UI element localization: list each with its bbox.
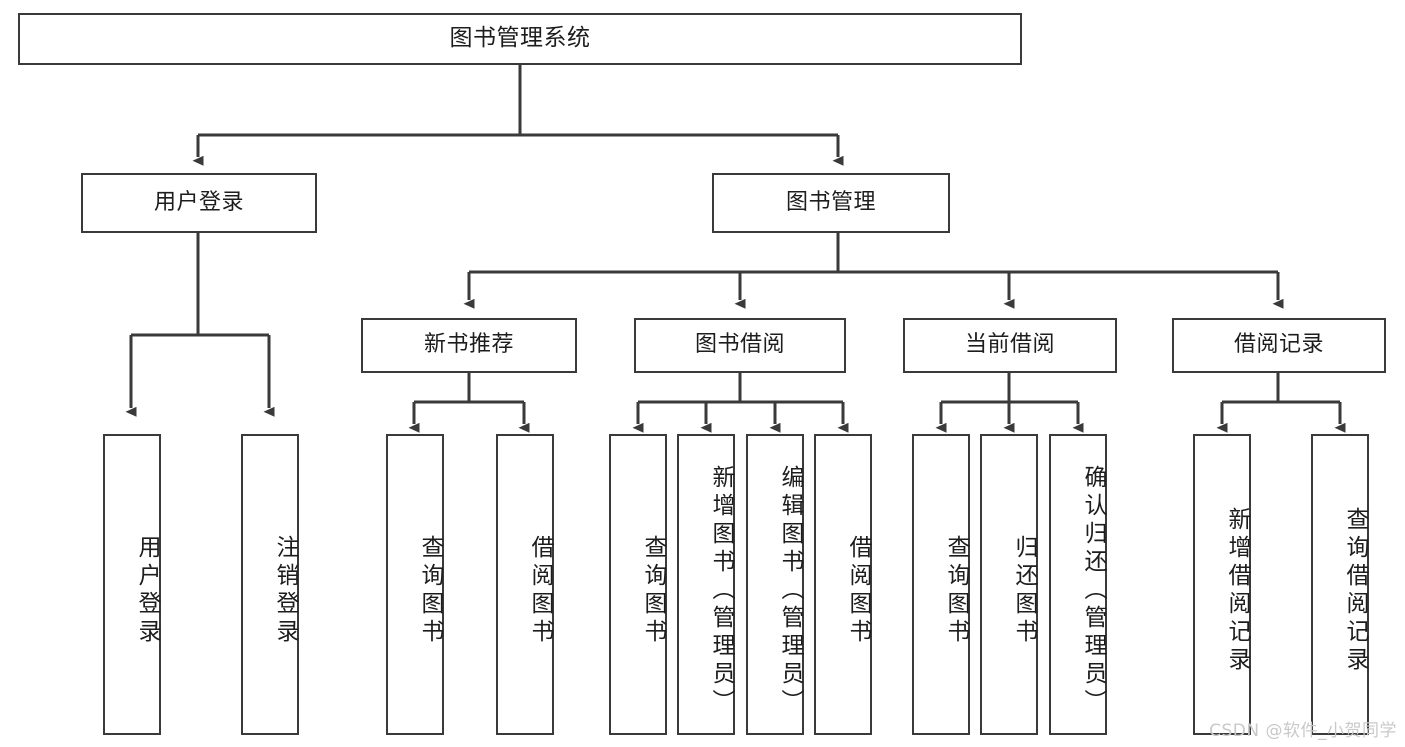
leaf-borrow-borrow-book-label: 借阅图书 xyxy=(845,534,871,647)
node-new-book-recommend-label: 新书推荐 xyxy=(423,332,514,358)
leaf-user-login-signout[interactable]: 注销登录 xyxy=(241,434,299,735)
leaf-borrow-query-book-label: 查询图书 xyxy=(640,534,666,647)
leaf-borrow-add-book-admin[interactable]: 新增图书（管理员） xyxy=(677,434,735,735)
node-current-borrow-label: 当前借阅 xyxy=(964,332,1055,358)
node-root-system[interactable]: 图书管理系统 xyxy=(18,13,1022,65)
leaf-records-query-record-label: 查询借阅记录 xyxy=(1342,506,1368,675)
node-borrow-records-label: 借阅记录 xyxy=(1233,332,1324,358)
leaf-newbook-borrow-book-label: 借阅图书 xyxy=(527,534,553,647)
node-new-book-recommend[interactable]: 新书推荐 xyxy=(361,318,577,373)
leaf-borrow-borrow-book[interactable]: 借阅图书 xyxy=(814,434,872,735)
leaf-newbook-query-book-label: 查询图书 xyxy=(417,534,443,647)
node-current-borrow[interactable]: 当前借阅 xyxy=(903,318,1117,373)
node-user-login[interactable]: 用户登录 xyxy=(81,173,317,233)
leaf-user-login-signout-label: 注销登录 xyxy=(272,534,298,647)
leaf-user-login-signin-label: 用户登录 xyxy=(134,534,160,647)
node-user-login-label: 用户登录 xyxy=(153,189,244,215)
leaf-current-query-book[interactable]: 查询图书 xyxy=(912,434,970,735)
leaf-newbook-borrow-book[interactable]: 借阅图书 xyxy=(496,434,554,735)
node-book-borrow-label: 图书借阅 xyxy=(694,332,785,358)
leaf-current-return-book[interactable]: 归还图书 xyxy=(980,434,1038,735)
leaf-records-add-record-label: 新增借阅记录 xyxy=(1224,506,1250,675)
leaf-current-confirm-return-admin[interactable]: 确认归还（管理员） xyxy=(1049,434,1107,735)
node-borrow-records[interactable]: 借阅记录 xyxy=(1172,318,1386,373)
leaf-borrow-add-book-admin-label: 新增图书（管理员） xyxy=(708,464,734,717)
leaf-user-login-signin[interactable]: 用户登录 xyxy=(103,434,161,735)
leaf-current-confirm-return-admin-label: 确认归还（管理员） xyxy=(1080,464,1106,717)
leaf-records-add-record[interactable]: 新增借阅记录 xyxy=(1193,434,1251,735)
leaf-current-return-book-label: 归还图书 xyxy=(1011,534,1037,647)
csdn-watermark: CSDN @软件_小贺同学 xyxy=(1209,721,1397,741)
node-book-management[interactable]: 图书管理 xyxy=(712,173,950,233)
leaf-current-query-book-label: 查询图书 xyxy=(943,534,969,647)
node-root-system-label: 图书管理系统 xyxy=(449,25,591,52)
leaf-borrow-query-book[interactable]: 查询图书 xyxy=(609,434,667,735)
node-book-borrow[interactable]: 图书借阅 xyxy=(634,318,846,373)
leaf-borrow-edit-book-admin-label: 编辑图书（管理员） xyxy=(777,464,803,717)
leaf-borrow-edit-book-admin[interactable]: 编辑图书（管理员） xyxy=(746,434,804,735)
leaf-records-query-record[interactable]: 查询借阅记录 xyxy=(1311,434,1369,735)
leaf-newbook-query-book[interactable]: 查询图书 xyxy=(386,434,444,735)
node-book-management-label: 图书管理 xyxy=(785,189,876,215)
